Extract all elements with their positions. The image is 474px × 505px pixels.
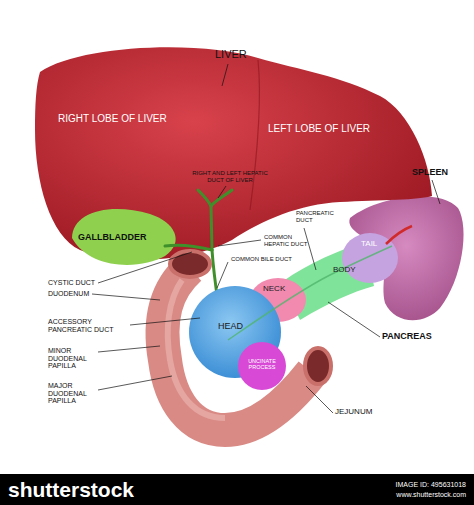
organ-label: GALLBLADDER <box>78 233 147 243</box>
jejunum-opening <box>305 348 331 384</box>
liver-lobe-groove <box>250 60 260 210</box>
watermark: IMAGE ID: 495631018 <box>356 481 466 489</box>
part-label: CYSTIC DUCT <box>48 279 95 287</box>
watermark: shutterstock <box>8 478 134 501</box>
watermark-bar <box>0 474 474 505</box>
part-label: DUODENUM <box>48 290 89 298</box>
watermark: www.shutterstock.com <box>356 491 466 499</box>
region-label: RIGHT LOBE OF LIVER <box>58 113 167 124</box>
duct-label: COMMON HEPATIC DUCT <box>264 234 314 247</box>
region-label: HEAD <box>218 322 243 332</box>
region-label: UNCINATE PROCESS <box>240 358 284 370</box>
organ-label: PANCREAS <box>382 332 432 342</box>
region-label: TAIL <box>361 240 377 249</box>
part-label: MINOR DUODENAL PAPILLA <box>48 347 98 370</box>
region-label: LEFT LOBE OF LIVER <box>268 123 370 134</box>
region-label: BODY <box>333 266 356 275</box>
organ-label: SPLEEN <box>412 168 448 178</box>
part-label: JEJUNUM <box>335 408 372 417</box>
splenic-artery <box>386 226 412 244</box>
duodenum-tube <box>162 268 312 430</box>
organ-label: LIVER <box>215 48 247 60</box>
gallbladder-shape <box>72 209 176 265</box>
duct-label: PANCREATIC DUCT <box>296 210 341 223</box>
pancreatic-duct <box>228 246 392 340</box>
duct-label: RIGHT AND LEFT HEPATIC DUCT OF LIVER <box>185 170 275 183</box>
part-label: MAJOR DUODENAL PAPILLA <box>48 382 98 405</box>
region-label: NECK <box>263 285 285 294</box>
duct-label: COMMON BILE DUCT <box>231 256 292 263</box>
duodenum-opening <box>170 251 210 277</box>
part-label: ACCESSORY PANCREATIC DUCT <box>48 318 130 333</box>
uncinate-process <box>238 342 286 390</box>
